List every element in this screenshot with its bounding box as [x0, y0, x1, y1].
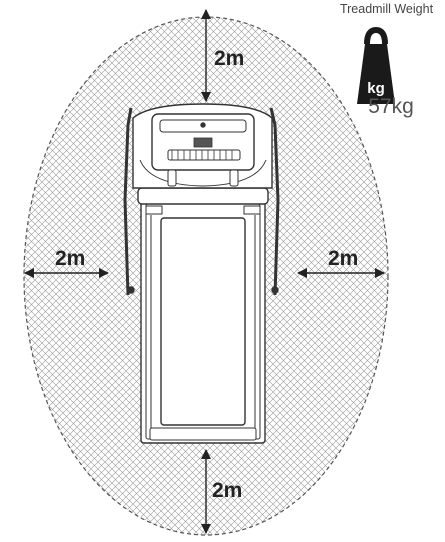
treadmill-top-view — [123, 103, 280, 444]
weight-title: Treadmill Weight — [339, 2, 434, 16]
clearance-right-label: 2m — [328, 247, 359, 270]
clearance-top-label: 2m — [214, 47, 245, 70]
dimension-arrows — [24, 9, 385, 534]
clearance-left-label: 2m — [55, 247, 86, 270]
right-handlebar — [269, 107, 280, 296]
weight-unit-label: kg — [367, 80, 385, 97]
clearance-bottom-label: 2m — [212, 479, 243, 502]
running-belt — [160, 217, 246, 426]
weight-kg-icon — [357, 26, 395, 104]
left-handlebar — [123, 107, 133, 296]
weight-value: 57kg — [368, 95, 414, 118]
